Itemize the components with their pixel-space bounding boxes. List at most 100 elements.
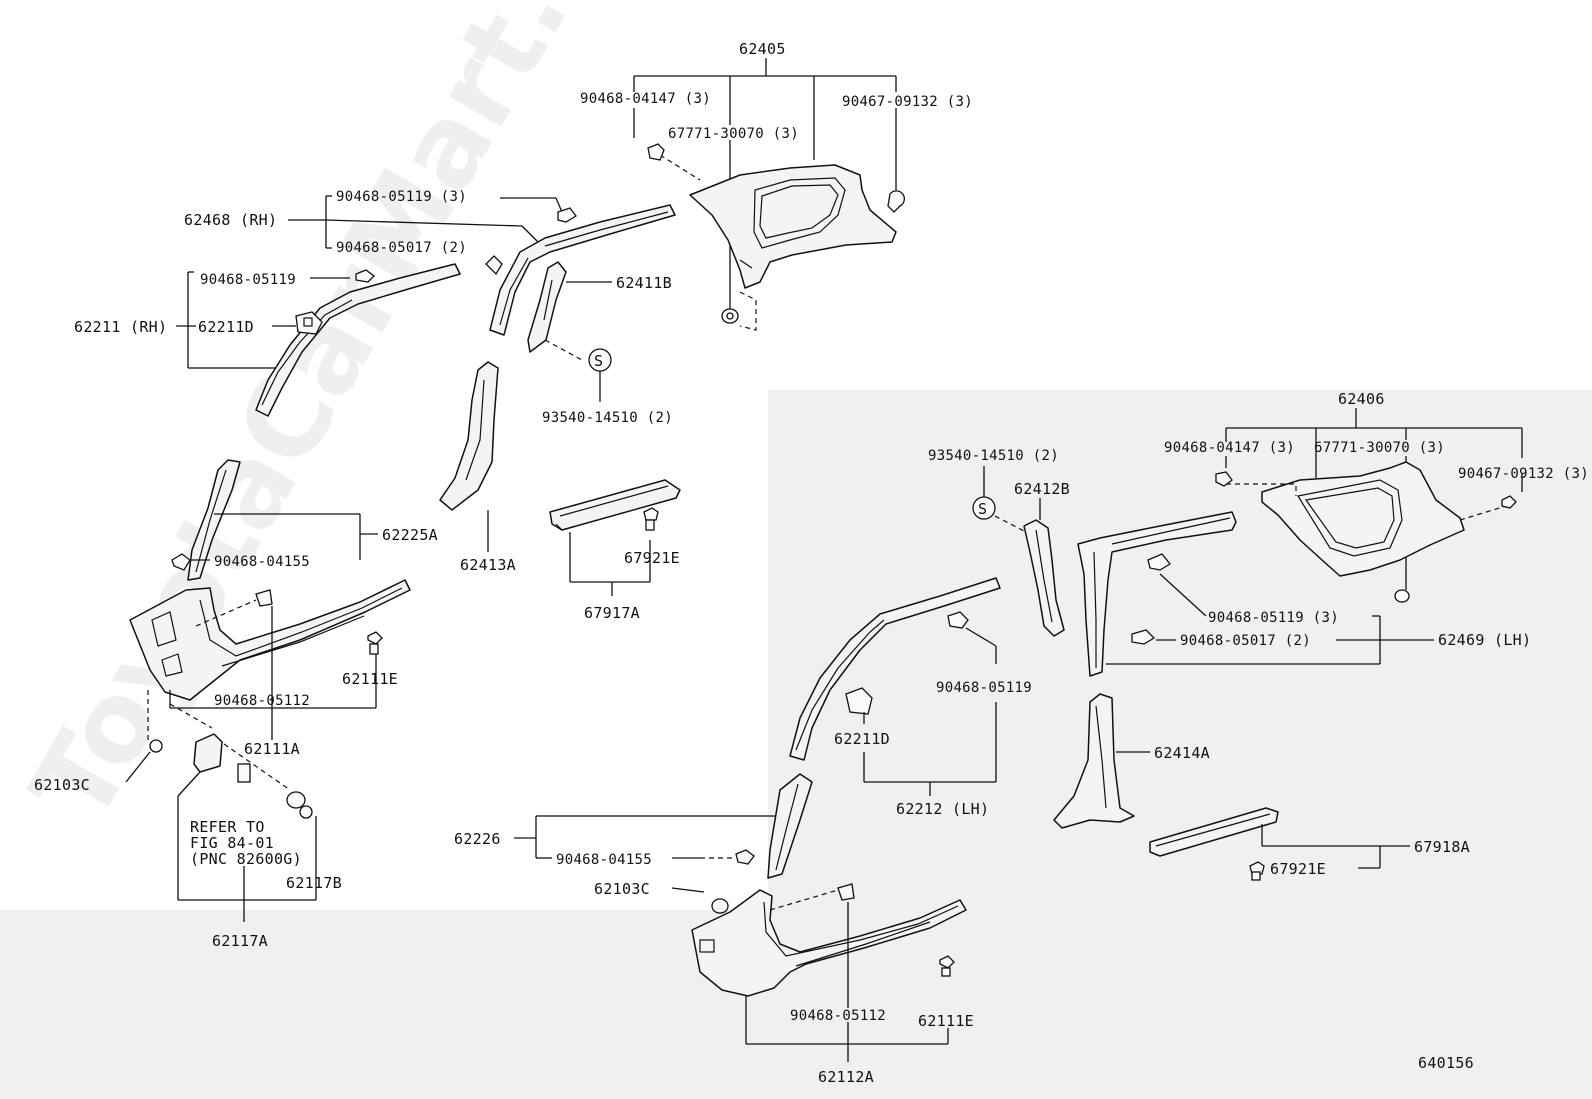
- label-90468-05017: 90468-05017 (2): [336, 240, 467, 256]
- leader-62469: [1106, 573, 1434, 665]
- label-62111e-lh: 62111E: [918, 1012, 974, 1030]
- dashed-guide: [169, 703, 213, 729]
- dashed-guide: [739, 291, 757, 331]
- sheet-background-upper-right: [768, 0, 1592, 390]
- clip-67771-30070: [721, 308, 739, 324]
- label-62117b: 62117B: [286, 874, 342, 892]
- label-90468-05119-3: 90468-05119 (3): [336, 189, 467, 205]
- leader-67917a: [569, 532, 651, 596]
- clip-90468-05017: [485, 255, 503, 276]
- label-90468-04147-lh: 90468-04147 (3): [1164, 440, 1295, 456]
- leader-62112a: [745, 902, 949, 1062]
- dashed-guide: [223, 743, 291, 791]
- clip-90468-04155: [171, 553, 191, 571]
- scuff-plate-67917a: [549, 479, 681, 531]
- cover-62117a: [193, 733, 223, 773]
- label-62211-rh: 62211 (RH): [74, 318, 167, 336]
- clip-small-62117: [237, 763, 251, 783]
- scuff-plate-67918a: [1149, 807, 1279, 857]
- label-90468-04147: 90468-04147 (3): [580, 91, 711, 107]
- cowl-side-trim-62111a: [129, 579, 411, 701]
- leader-62103c: [125, 751, 151, 783]
- clip-90467-09132: [887, 190, 905, 213]
- leader-62468: [288, 195, 563, 249]
- clip-90468-05119-lh: [947, 611, 969, 629]
- label-67771-30070-lh: 67771-30070 (3): [1314, 440, 1445, 456]
- label-93540-14510-lh: 93540-14510 (2): [928, 448, 1059, 464]
- clip-62117b: [286, 791, 313, 819]
- label-62211d: 62211D: [198, 318, 254, 336]
- label-62414a: 62414A: [1154, 744, 1210, 762]
- roof-side-rail-62468: [489, 204, 676, 336]
- leader-62226: [514, 815, 776, 859]
- dashed-guide: [544, 339, 583, 361]
- leader-62212: [863, 627, 997, 796]
- clip-90468-05119: [355, 269, 375, 283]
- label-90468-05119-3-lh: 90468-05119 (3): [1208, 610, 1339, 626]
- pillar-garnish-62225a: [187, 459, 241, 581]
- leader-62211: [176, 271, 350, 369]
- refer-note-line2: FIG 84-01: [190, 834, 274, 852]
- label-62117a: 62117A: [212, 932, 268, 950]
- label-67921e-lh: 67921E: [1270, 860, 1326, 878]
- roof-side-rail-62469: [1077, 511, 1237, 677]
- label-90467-09132-lh: 90467-09132 (3): [1458, 466, 1589, 482]
- label-90468-05112: 90468-05112: [214, 693, 310, 709]
- label-67921e: 67921E: [624, 549, 680, 567]
- label-67918a: 67918A: [1414, 838, 1470, 856]
- clip-62111e-lh: [939, 955, 955, 977]
- clip-90468-05017-lh: [1131, 629, 1156, 645]
- dashed-guide: [659, 154, 701, 181]
- screw-symbol-93540-upper: S: [588, 348, 612, 372]
- svg-text:S: S: [978, 500, 987, 518]
- label-62111a: 62111A: [244, 740, 300, 758]
- label-62103c: 62103C: [34, 776, 90, 794]
- label-62211d-lh: 62211D: [834, 730, 890, 748]
- svg-text:S: S: [594, 352, 603, 370]
- label-90467-09132: 90467-09132 (3): [842, 94, 973, 110]
- clip-62111e: [367, 631, 383, 655]
- label-90468-05017-lh: 90468-05017 (2): [1180, 633, 1311, 649]
- center-pillar-lower-62414a: [1053, 693, 1135, 829]
- clip-90467-09132-lh: [1501, 495, 1517, 509]
- label-62405: 62405: [739, 40, 786, 58]
- clip-90468-05112: [255, 589, 273, 607]
- clip-62103c: [149, 739, 163, 753]
- clip-90468-05112-lh: [837, 883, 855, 901]
- label-62411b: 62411B: [616, 274, 672, 292]
- pillar-garnish-62226: [767, 773, 813, 879]
- quarter-trim-panel-62405: [689, 164, 897, 289]
- dashed-guide: [195, 599, 257, 627]
- label-90468-05112-lh: 90468-05112: [790, 1008, 886, 1024]
- leader-62111a: [169, 606, 377, 740]
- label-62212-lh: 62212 (LH): [896, 800, 989, 818]
- label-62103c-lh: 62103C: [594, 880, 650, 898]
- leader-62103c-lh: [671, 887, 705, 893]
- label-62111e: 62111E: [342, 670, 398, 688]
- label-90468-05119: 90468-05119: [200, 272, 296, 288]
- figure-number: 640156: [1418, 1054, 1474, 1072]
- label-93540-14510: 93540-14510 (2): [542, 410, 673, 426]
- cowl-side-trim-62112a: [691, 889, 967, 997]
- leader-62117a: [177, 771, 317, 922]
- label-90468-04155-lh: 90468-04155: [556, 852, 652, 868]
- label-67771-30070: 67771-30070 (3): [668, 126, 799, 142]
- clip-62211d: [295, 311, 323, 335]
- clip-62103c-lh: [711, 898, 729, 914]
- label-62225a: 62225A: [382, 526, 438, 544]
- refer-note-line1: REFER TO: [190, 818, 265, 836]
- label-62226: 62226: [454, 830, 501, 848]
- clip-90468-04147: [647, 143, 665, 161]
- label-62406: 62406: [1338, 390, 1385, 408]
- label-62413a: 62413A: [460, 556, 516, 574]
- label-62412b: 62412B: [1014, 480, 1070, 498]
- front-pillar-garnish-62212: [789, 577, 1001, 761]
- clip-90468-05119-3-lh: [1147, 553, 1171, 571]
- clip-90468-04155-lh: [735, 849, 755, 865]
- clip-67921e-lh: [1249, 861, 1265, 881]
- leader-62225a: [190, 513, 378, 561]
- sheet-background-upper-left: [0, 0, 768, 910]
- clip-67921e: [643, 507, 659, 531]
- refer-note-line3: (PNC 82600G): [190, 850, 302, 868]
